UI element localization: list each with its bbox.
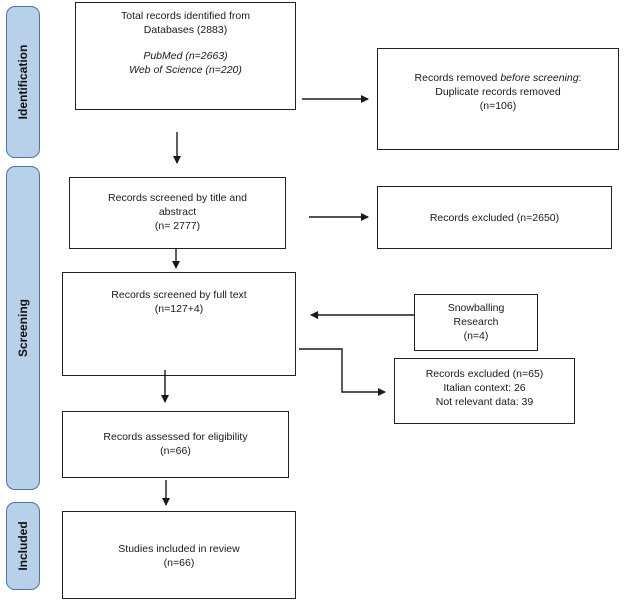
records-excluded-full-box: Records excluded (n=65) Italian context:…: [394, 358, 575, 424]
snowballing-line2: Research: [453, 316, 499, 328]
excluded-full-line1: Records excluded (n=65): [425, 368, 544, 380]
included-count: (n=66): [163, 557, 195, 569]
snowballing-line1: Snowballing: [447, 302, 505, 314]
stage-included: Included: [6, 502, 40, 590]
eligibility-box: Records assessed for eligibility (n=66): [62, 411, 289, 478]
excluded-title-label: Records excluded (n=2650): [429, 212, 560, 224]
duplicates-removed-label: Duplicate records removed: [435, 86, 561, 98]
eligibility-label: Records assessed for eligibility: [103, 431, 248, 443]
screened-title-line1: Records screened by title and: [108, 192, 247, 204]
records-screened-title-box: Records screened by title and abstract (…: [69, 177, 286, 249]
records-identified-line1: Total records identified from: [121, 10, 250, 22]
records-identified-line2: Databases (2883): [143, 24, 228, 36]
screened-title-count: (n= 2777): [154, 220, 201, 232]
pubmed-count: PubMed (n=2663): [143, 50, 228, 62]
snowballing-count: (n=4): [463, 330, 489, 342]
included-label: Studies included in review: [118, 543, 240, 555]
stage-screening: Screening: [6, 166, 40, 490]
snowballing-box: Snowballing Research (n=4): [414, 294, 538, 351]
records-identified-box: Total records identified from Databases …: [75, 2, 296, 110]
records-excluded-title-box: Records excluded (n=2650): [377, 186, 612, 249]
screened-title-line2: abstract: [158, 206, 197, 218]
excluded-italian-context: Italian context: 26: [443, 382, 526, 394]
web-of-science-count: Web of Science (n=220): [129, 64, 242, 76]
records-removed-box: Records removed before screening: Duplic…: [377, 48, 619, 150]
arrow-fulltext-to-excluded: [299, 348, 386, 396]
excluded-not-relevant: Not relevant data: 39: [435, 396, 534, 408]
records-screened-full-box: Records screened by full text (n=127+4): [62, 272, 296, 376]
screened-full-line1: Records screened by full text: [111, 289, 247, 301]
eligibility-count: (n=66): [160, 445, 191, 457]
studies-included-box: Studies included in review (n=66): [62, 511, 296, 599]
records-removed-line1: Records removed before screening:: [414, 72, 582, 84]
screened-full-count: (n=127+4): [154, 303, 204, 315]
duplicates-removed-count: (n=106): [479, 100, 517, 112]
stage-identification: Identification: [6, 6, 40, 158]
